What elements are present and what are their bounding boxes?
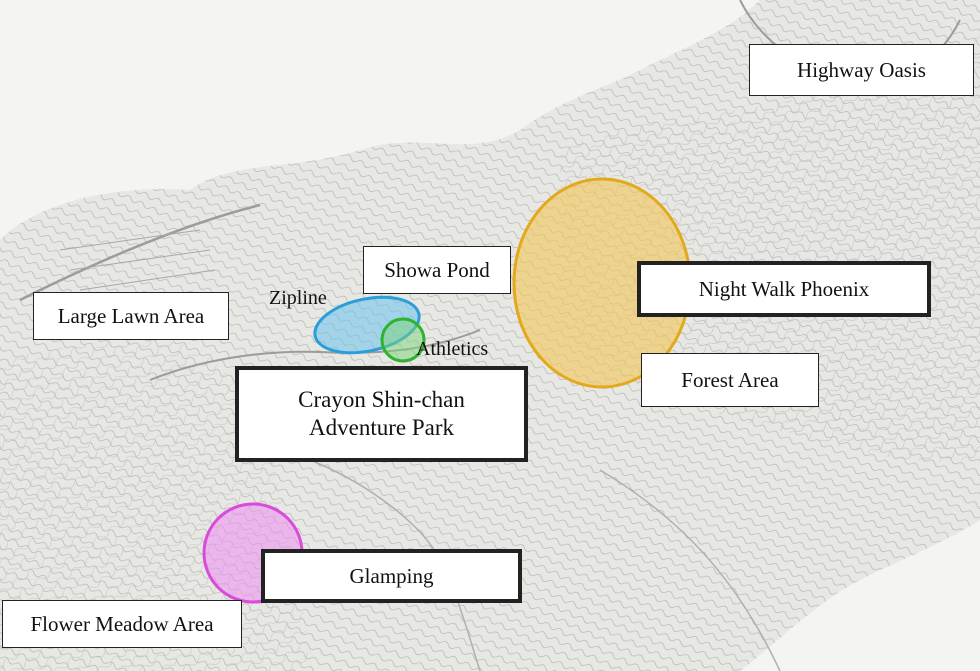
- label-crayon-shinchan-adventure-park: Crayon Shin-chan Adventure Park: [235, 366, 528, 462]
- athletics-zone: [380, 317, 426, 363]
- label-large-lawn-area: Large Lawn Area: [33, 292, 229, 340]
- label-forest-area: Forest Area: [641, 353, 819, 407]
- label-highway-oasis: Highway Oasis: [749, 44, 974, 96]
- crayon-park-line1: Crayon Shin-chan: [298, 387, 465, 413]
- label-flower-meadow-area: Flower Meadow Area: [2, 600, 242, 648]
- label-zipline: Zipline: [269, 287, 327, 309]
- label-glamping: Glamping: [261, 549, 522, 603]
- label-showa-pond: Showa Pond: [363, 246, 511, 294]
- label-night-walk-phoenix: Night Walk Phoenix: [637, 261, 931, 317]
- label-athletics: Athletics: [416, 338, 489, 360]
- crayon-park-line2: Adventure Park: [309, 415, 454, 440]
